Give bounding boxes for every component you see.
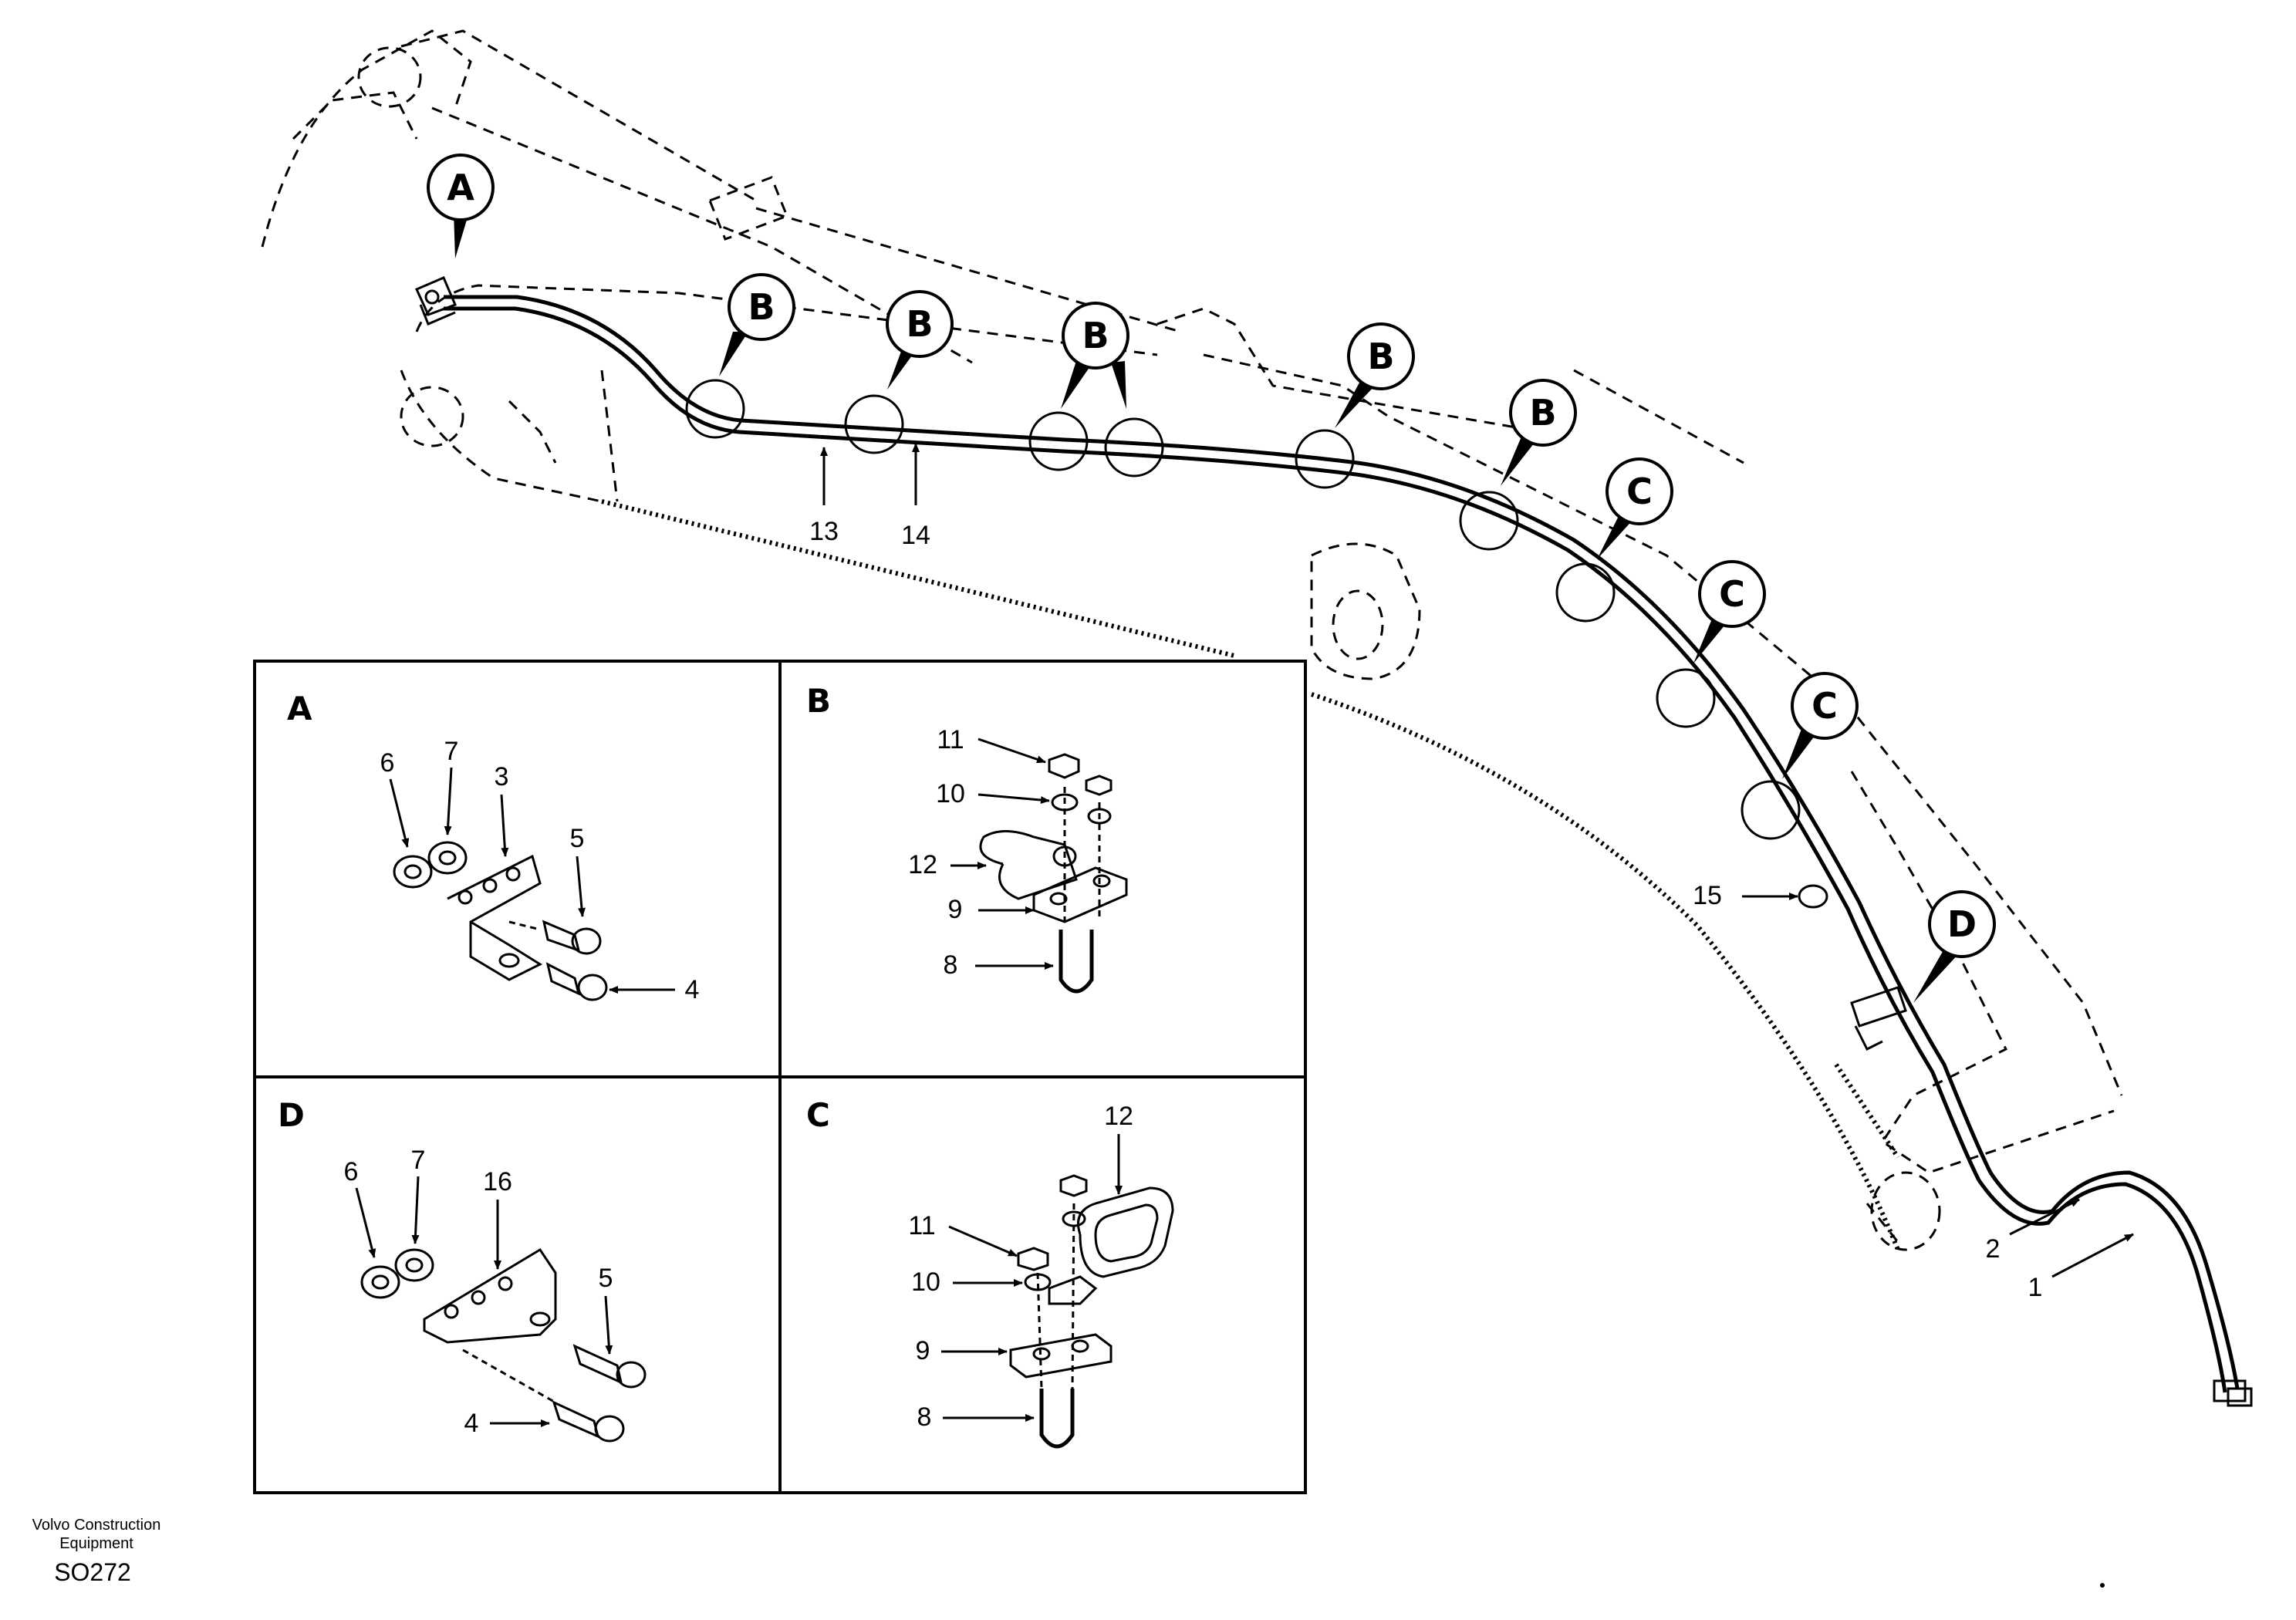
svg-text:A: A — [287, 690, 312, 727]
panel-a: A 6 7 3 5 4 — [287, 690, 699, 1004]
svg-text:1: 1 — [2028, 1273, 2043, 1302]
svg-text:10: 10 — [936, 779, 965, 808]
callout-d: D — [1913, 890, 1996, 1003]
callout-b-3: B — [1061, 302, 1129, 409]
panel-d: D 6 7 16 5 4 — [278, 1096, 647, 1443]
callout-c-3: C — [1782, 672, 1859, 779]
callout-b-2: B — [886, 290, 954, 390]
svg-text:B: B — [806, 682, 831, 720]
callout-b-4: B — [1335, 322, 1415, 428]
svg-text:C: C — [1719, 573, 1745, 615]
svg-text:D: D — [1947, 903, 1977, 945]
svg-text:10: 10 — [911, 1267, 940, 1297]
svg-text:B: B — [748, 286, 775, 328]
svg-text:12: 12 — [908, 850, 937, 879]
svg-text:4: 4 — [464, 1409, 479, 1438]
svg-text:15: 15 — [1693, 881, 1722, 910]
svg-text:7: 7 — [411, 1146, 426, 1175]
svg-text:7: 7 — [444, 737, 459, 766]
svg-text:5: 5 — [570, 824, 585, 853]
svg-text:6: 6 — [344, 1157, 359, 1186]
bracket-a-mount — [415, 276, 457, 326]
svg-text:11: 11 — [937, 725, 964, 754]
svg-text:9: 9 — [948, 895, 963, 924]
callout-c-2: C — [1693, 560, 1766, 663]
svg-text:6: 6 — [380, 748, 395, 778]
svg-text:12: 12 — [1104, 1102, 1133, 1131]
drawing-code: SO272 — [54, 1558, 131, 1586]
hose-assembly — [444, 295, 2253, 1407]
svg-text:B: B — [1367, 336, 1394, 377]
svg-text:C: C — [1626, 471, 1653, 512]
svg-text:8: 8 — [944, 950, 958, 980]
panel-b: B 11 10 12 9 8 — [806, 682, 1128, 994]
svg-text:2: 2 — [1986, 1234, 2001, 1264]
callout-b-5: B — [1501, 379, 1577, 486]
detail-panels-frame — [253, 660, 1307, 1494]
svg-text:B: B — [1529, 392, 1556, 434]
svg-text:14: 14 — [901, 521, 930, 550]
svg-text:A: A — [447, 167, 474, 208]
svg-text:B: B — [906, 303, 933, 345]
panel-c: C 12 11 10 9 8 — [806, 1096, 1174, 1449]
svg-text:C: C — [1811, 685, 1838, 727]
bracket-d-mount — [1850, 986, 1907, 1051]
svg-text:16: 16 — [483, 1167, 512, 1196]
svg-text:5: 5 — [599, 1264, 613, 1293]
svg-text:B: B — [1082, 315, 1109, 356]
svg-text:4: 4 — [685, 975, 700, 1004]
svg-text:3: 3 — [495, 762, 509, 791]
clamp-15 — [1798, 884, 1828, 909]
boom-dotted-edges — [601, 499, 1900, 1251]
svg-text:9: 9 — [916, 1336, 930, 1365]
company-name: Volvo Construction Equipment — [31, 1516, 162, 1553]
callout-a: A — [427, 154, 495, 258]
main-labels: 13 14 15 2 1 — [809, 443, 2134, 1302]
svg-text:13: 13 — [809, 517, 839, 546]
callout-b-1: B — [719, 273, 795, 376]
stray-dot — [2100, 1583, 2105, 1588]
company-line-1: Volvo Construction — [32, 1517, 161, 1534]
svg-text:11: 11 — [908, 1211, 935, 1240]
clamp-circles — [685, 379, 1801, 840]
company-line-2: Equipment — [59, 1535, 133, 1552]
svg-text:D: D — [278, 1096, 305, 1134]
svg-text:8: 8 — [917, 1402, 932, 1432]
callout-c-1: C — [1597, 457, 1673, 559]
svg-text:C: C — [806, 1096, 830, 1134]
